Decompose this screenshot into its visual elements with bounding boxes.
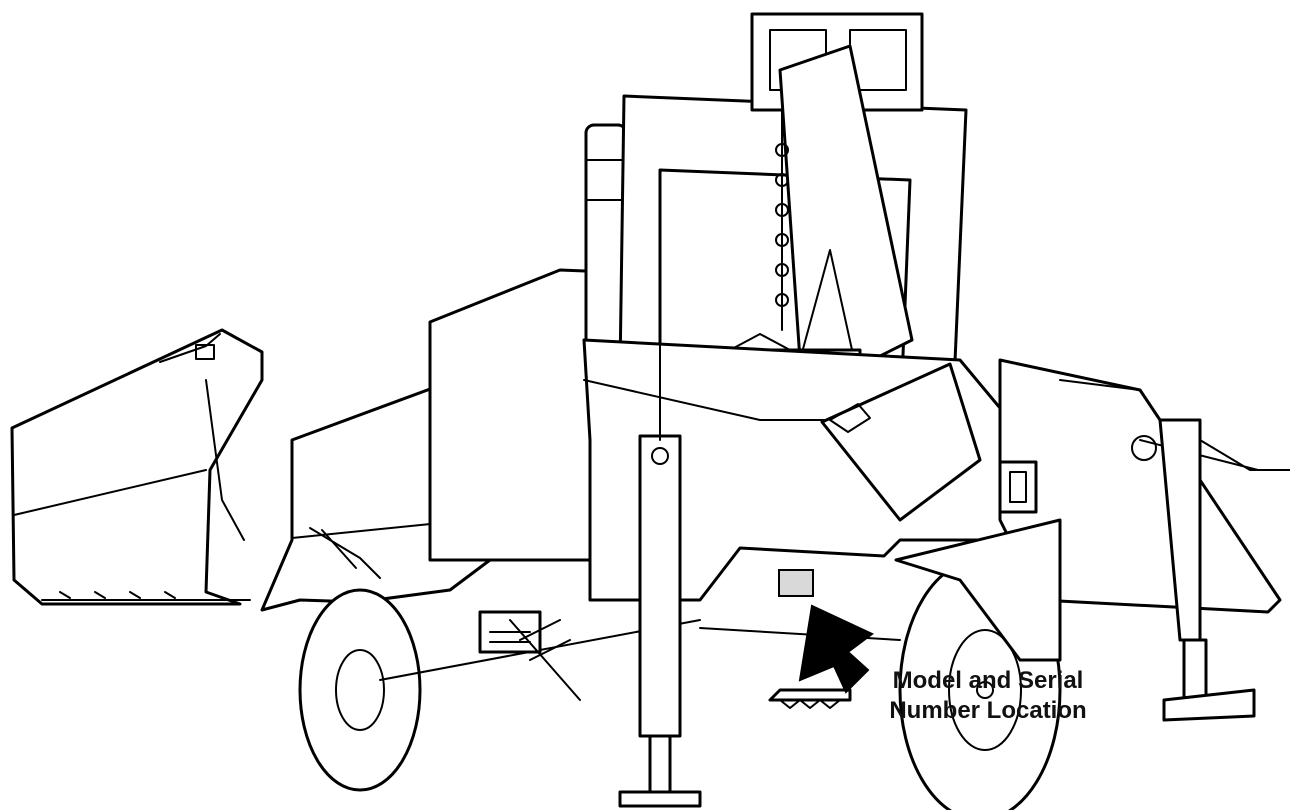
control-box xyxy=(998,460,1038,514)
feed-hopper xyxy=(10,328,264,606)
jack-stand-front xyxy=(618,319,702,808)
belt-guard xyxy=(820,362,982,522)
callout-arrow xyxy=(798,604,874,694)
spring-assembly xyxy=(509,619,581,701)
fender xyxy=(894,518,1062,662)
tow-tongue xyxy=(998,358,1282,614)
wheel-chock xyxy=(768,688,852,709)
jack-stand-rear xyxy=(1158,418,1290,722)
left-wheel xyxy=(298,588,422,792)
callout-line-1: Model and Serial xyxy=(892,667,1084,694)
engine-housing xyxy=(428,123,628,562)
model-serial-callout: Model and Serial Number Location xyxy=(872,666,1104,726)
discharge-chute xyxy=(778,44,914,370)
callout-line-2: Number Location xyxy=(889,697,1087,724)
chain xyxy=(775,109,789,331)
